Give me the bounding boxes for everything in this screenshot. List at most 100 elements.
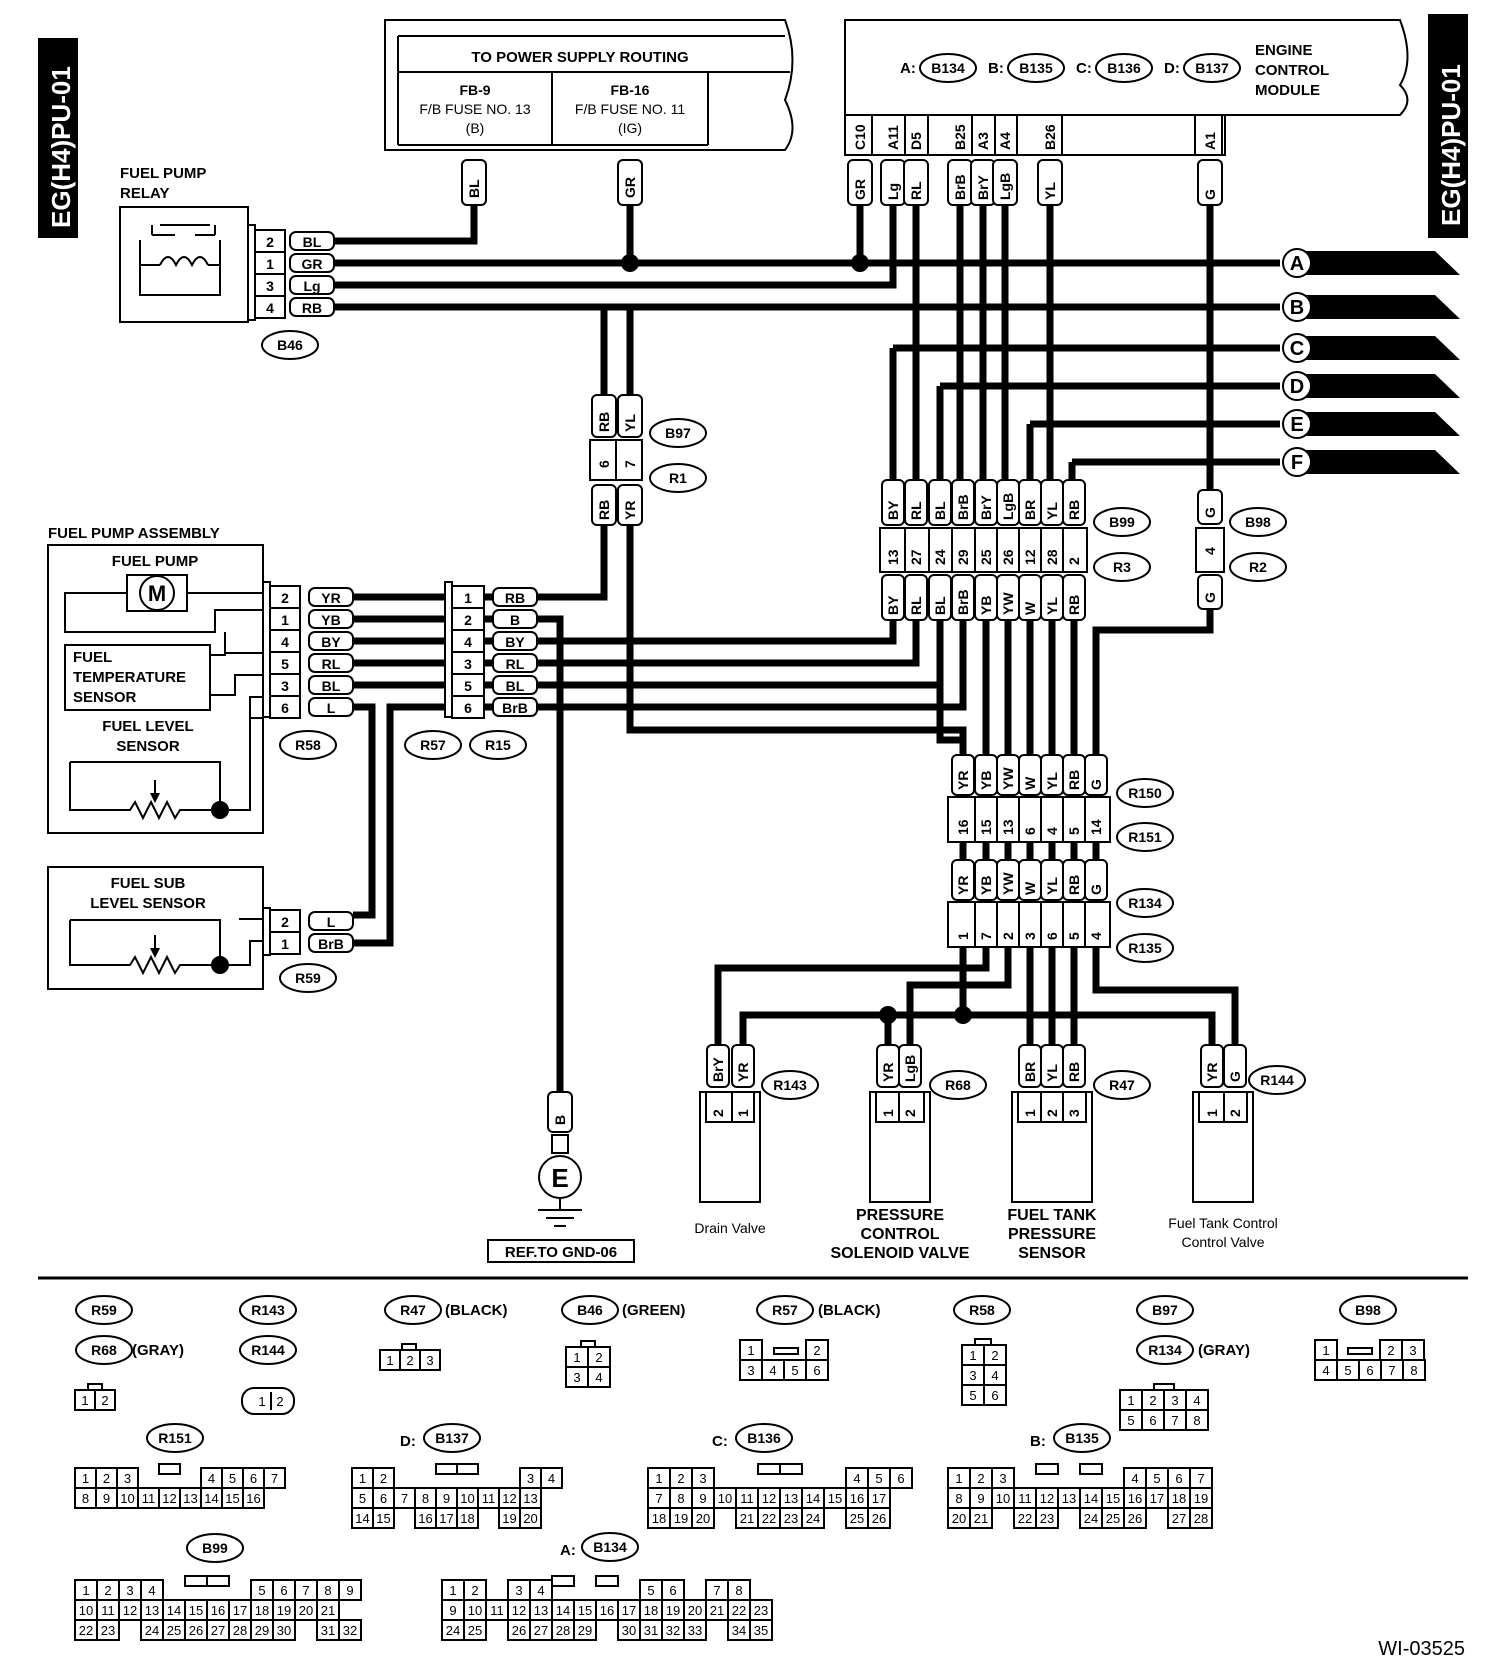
svg-text:G: G: [1202, 189, 1218, 200]
svg-text:29: 29: [578, 1623, 592, 1638]
legend-B99: B99: [186, 1533, 244, 1563]
svg-text:G: G: [1202, 592, 1218, 603]
svg-text:RB: RB: [505, 590, 525, 606]
svg-text:C:: C:: [712, 1433, 728, 1450]
wire: [600, 303, 630, 395]
connector-R47: R47: [1093, 1070, 1151, 1100]
legend-R134: R134: [1136, 1335, 1194, 1365]
svg-text:5: 5: [1066, 827, 1082, 835]
svg-text:32: 32: [343, 1623, 357, 1638]
svg-text:B135: B135: [1065, 1430, 1099, 1446]
svg-text:18: 18: [652, 1511, 666, 1526]
svg-text:YR: YR: [955, 771, 971, 790]
svg-text:20: 20: [696, 1511, 710, 1526]
svg-text:5: 5: [229, 1471, 236, 1486]
legend-R59: R59: [75, 1295, 133, 1325]
svg-text:15: 15: [578, 1603, 592, 1618]
svg-text:21: 21: [974, 1511, 988, 1526]
svg-text:3: 3: [124, 1471, 131, 1486]
svg-text:B: B: [510, 612, 520, 628]
svg-text:16: 16: [850, 1491, 864, 1506]
legend-B135: B135: [1053, 1423, 1111, 1453]
svg-text:1: 1: [464, 590, 472, 606]
connector-B97: B97: [649, 418, 707, 448]
svg-text:32: 32: [666, 1623, 680, 1638]
svg-text:10: 10: [468, 1603, 482, 1618]
svg-text:26: 26: [1128, 1511, 1142, 1526]
svg-text:13: 13: [1062, 1491, 1076, 1506]
svg-text:REF.TO GND-06: REF.TO GND-06: [505, 1244, 617, 1261]
wire: [739, 1011, 1216, 1045]
svg-text:15: 15: [828, 1491, 842, 1506]
connector-B46: B46: [261, 330, 319, 360]
legend-B137: B137: [423, 1423, 481, 1453]
connector-R144: R144: [1248, 1065, 1306, 1095]
svg-text:Lg: Lg: [885, 183, 901, 200]
svg-text:R57: R57: [420, 737, 446, 753]
svg-text:11: 11: [101, 1603, 115, 1618]
svg-text:16: 16: [600, 1603, 614, 1618]
svg-text:EG(H4)PU-05: EG(H4)PU-05: [1322, 341, 1415, 358]
svg-text:SENSOR: SENSOR: [73, 689, 137, 706]
left-side-tag: EG(H4)PU-01: [38, 38, 78, 238]
legend-B97: B97: [1136, 1295, 1194, 1325]
svg-text:19: 19: [1194, 1491, 1208, 1506]
svg-text:20: 20: [952, 1511, 966, 1526]
svg-text:FUEL SUB: FUEL SUB: [111, 875, 186, 892]
svg-text:2: 2: [380, 1471, 387, 1486]
svg-text:CONTROL: CONTROL: [860, 1226, 939, 1243]
svg-text:F/B FUSE NO. 11: F/B FUSE NO. 11: [575, 101, 685, 117]
figure-code: WI-03525: [1378, 1638, 1465, 1660]
svg-text:2: 2: [406, 1353, 413, 1368]
svg-text:1: 1: [1022, 1109, 1038, 1117]
connector-R58: R58: [279, 730, 337, 760]
svg-text:5: 5: [1066, 932, 1082, 940]
svg-text:4: 4: [266, 300, 274, 316]
svg-text:16: 16: [955, 819, 971, 835]
svg-text:16: 16: [418, 1511, 432, 1526]
svg-text:1: 1: [81, 1393, 88, 1408]
svg-text:D:: D:: [400, 1433, 416, 1450]
wire: [1092, 610, 1214, 755]
svg-text:23: 23: [1040, 1511, 1054, 1526]
legend-B98: B98: [1339, 1295, 1397, 1325]
svg-text:RL: RL: [908, 501, 924, 520]
svg-text:7: 7: [713, 1583, 720, 1598]
svg-text:13: 13: [523, 1491, 537, 1506]
legend-R47: R47: [384, 1295, 442, 1325]
wire: [537, 525, 608, 601]
svg-text:FB-16: FB-16: [611, 82, 650, 98]
svg-text:1: 1: [655, 1471, 662, 1486]
svg-text:W: W: [1022, 601, 1038, 615]
svg-text:11: 11: [740, 1491, 754, 1506]
svg-text:3: 3: [999, 1471, 1006, 1486]
svg-text:1: 1: [359, 1471, 366, 1486]
svg-text:2: 2: [1066, 557, 1082, 565]
svg-text:3: 3: [1066, 1109, 1082, 1117]
svg-text:10: 10: [996, 1491, 1010, 1506]
svg-text:R1: R1: [669, 470, 687, 486]
svg-text:R144: R144: [251, 1342, 285, 1358]
svg-text:8: 8: [1193, 1413, 1200, 1428]
svg-text:Drain Valve: Drain Valve: [694, 1220, 766, 1236]
svg-text:23: 23: [101, 1623, 115, 1638]
svg-text:24: 24: [932, 549, 948, 565]
svg-text:BrB: BrB: [502, 700, 528, 716]
svg-text:R151: R151: [1128, 829, 1162, 845]
ecm-connector-B137: B137: [1183, 53, 1241, 83]
svg-text:2: 2: [710, 1109, 726, 1117]
svg-text:6: 6: [380, 1491, 387, 1506]
wire-BL: [334, 205, 478, 245]
svg-text:11: 11: [490, 1603, 504, 1618]
svg-text:E: E: [551, 1163, 568, 1193]
legend-B134: B134: [581, 1532, 639, 1562]
svg-text:1: 1: [880, 1109, 896, 1117]
